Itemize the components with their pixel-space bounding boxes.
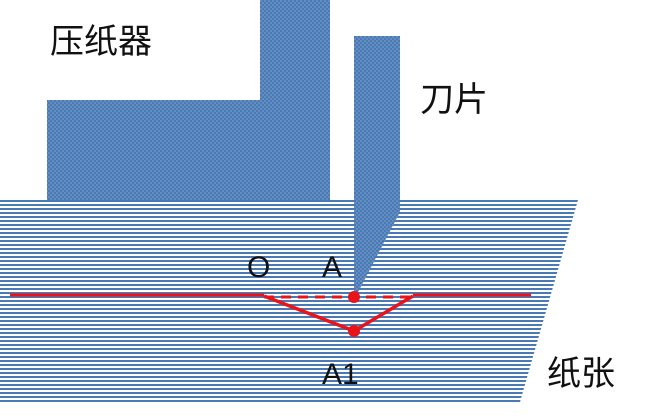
presser-block: [47, 0, 330, 200]
presser-label: 压纸器: [50, 22, 152, 62]
point-a-marker: [348, 291, 360, 303]
blade: [354, 36, 400, 296]
blade-label: 刀片: [420, 80, 488, 120]
point-a1-marker: [348, 325, 360, 337]
point-a1-label: A1: [322, 358, 359, 391]
paper-stack: [0, 200, 578, 402]
paper-label: 纸张: [547, 354, 615, 394]
point-a-label: A: [322, 251, 343, 284]
point-o-label: O: [247, 251, 271, 284]
